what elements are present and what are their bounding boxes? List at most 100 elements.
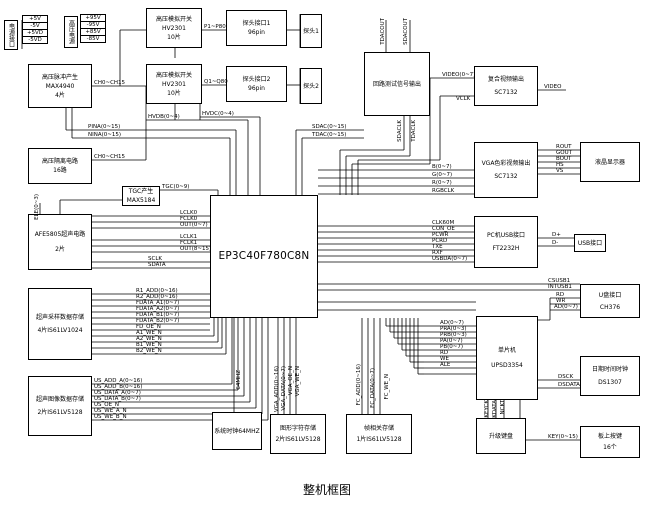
sig-sdac: SDAC(0~15) (312, 124, 347, 130)
sig-lclk0: LCLK0 (180, 210, 198, 216)
block-title: U盘接口 (598, 291, 622, 299)
sig-hvdb: HVDB(0~4) (148, 114, 180, 120)
sig-ad07: AD(0~7) (440, 320, 464, 326)
sig-b07: B(0~7) (432, 164, 452, 170)
sig-intusb1: INTUSB1 (548, 284, 572, 290)
pc-usb-interface: PC机USB接口 FT2232H (474, 216, 538, 268)
sig-fclk0: FCLK0 (180, 216, 198, 222)
block-title: 探头1 (303, 27, 319, 35)
block-title: 日期时间时钟 (591, 366, 628, 373)
rail-label: +95V (85, 14, 101, 21)
sig-us-oe: US_OE_N (94, 402, 119, 408)
loop-test-output: 回路测试信号输出 (364, 52, 430, 116)
block-title: 复合视频输出 (487, 76, 524, 83)
sig-r2add: R2_ADD(0~16) (136, 294, 178, 300)
block-part: FT2232H (492, 245, 520, 252)
sig-b1-we: B1_WE_N (136, 342, 162, 348)
rail-label: -5VD (28, 36, 42, 43)
sig-key: KEY(0~15) (548, 434, 578, 440)
echo-sample-memory: 超声采样数据存储 4片IS61LV1024 (28, 288, 92, 360)
block-title: 升级键盘 (488, 432, 513, 440)
hv-switch-2: 高压模拟开关 HV2301 10片 (146, 64, 202, 104)
usb-port: USB接口 (574, 234, 606, 252)
sig-wr-u: WR (556, 298, 566, 304)
fpga-chip: EP3C40F780C8N (210, 195, 318, 318)
sig-fc-add: FC_ADD(0~16) (356, 364, 362, 406)
sig-b2-we: B2_WE_N (136, 348, 162, 354)
block-title: USB接口 (577, 239, 603, 247)
sig-ele: ELE(0~3) (34, 194, 40, 220)
sig-sdata: SDATA (148, 262, 166, 268)
sig-pina: PINA(0~15) (88, 124, 121, 130)
sig-pcrd: PCRD (432, 238, 448, 244)
hv-power-rails: +95V -95V +85V -85V (80, 14, 106, 46)
block-count: 16路 (53, 167, 67, 174)
sig-gout: GOUT (556, 150, 572, 156)
sig-us-we-a: US_WE_A_N (94, 408, 127, 414)
probe-interface-2: 探头接口2 96pin (226, 66, 287, 102)
block-part: DS1307 (598, 379, 622, 386)
rail-minus5vd: -5VD (22, 36, 48, 44)
sig-fclk1: FCLK1 (180, 240, 198, 246)
sig-us-add-b: US_ADD_B(0~16) (94, 384, 143, 390)
afe-circuit: AFE5805超声电路 2片 (28, 214, 92, 270)
block-count: 2片 (55, 246, 65, 253)
block-count: 10片 (167, 33, 181, 41)
sig-keyck: KEYCK (484, 400, 490, 418)
system-clock: 系统时钟64MHZ (212, 412, 262, 450)
block-part: SC7132 (494, 89, 518, 96)
rail-label: +85V (85, 28, 101, 35)
sig-usbda: USBDA(0~7) (432, 256, 468, 262)
sig-a1-we: A1_WE_N (136, 330, 162, 336)
block-title: 系统时钟64MHZ (214, 427, 260, 435)
sig-nina: NINA(0~15) (88, 132, 122, 138)
block-part: 96pin (248, 85, 265, 92)
sig-rgbclk: RGBCLK (432, 188, 455, 194)
sig-rd: RD (440, 350, 449, 356)
sig-fd-oe: FD_OE_N (136, 324, 161, 330)
sig-con-oe: CON_OE (432, 226, 455, 232)
sig-dminus: D- (552, 240, 559, 246)
power-interface-box: 电源接口 (4, 20, 18, 50)
sig-fdata-b1: FDATA_B1(0~7) (136, 312, 180, 318)
sig-hs: HS (556, 162, 564, 168)
block-title: 超声采样数据存储 (35, 314, 84, 321)
sig-us-data-a: US_DATA_A(0~7) (94, 390, 141, 396)
sig-fdata-a2: FDATA_A2(0~7) (136, 306, 180, 312)
sig-lclk1: LCLK1 (180, 234, 198, 240)
power-interface-label: 电源接口 (7, 23, 15, 47)
hv-power-box: 高压电源 (64, 16, 78, 48)
sig-dsck: DSCK (558, 374, 574, 380)
sig-rxf: RXF (432, 250, 443, 256)
lcd-display: 液晶显示器 (580, 142, 640, 182)
block-part: 2片IS61LV5128 (37, 409, 83, 416)
block-title: AFE5805超声电路 (34, 231, 86, 238)
block-title: 高压脉冲产生 (41, 73, 78, 81)
sig-pcwr: PCWR (432, 232, 449, 238)
sig-csusb1: CSUSB1 (548, 278, 571, 284)
block-title: PC机USB接口 (486, 232, 526, 239)
block-title: 回路测试信号输出 (372, 80, 421, 88)
sig-clk60m: CLK60M (432, 220, 455, 226)
block-part: MAX4940 (45, 82, 75, 90)
sig-rd-u: RD (556, 292, 565, 298)
block-part: 4片IS61LV1024 (37, 327, 83, 334)
sig-vga-oe: VGA_OE_N (288, 366, 294, 396)
sig-pra: PRA(0~3) (440, 326, 467, 332)
block-title: 探头接口2 (242, 76, 271, 83)
power-rails: +5V -5V +5VD -5VD (22, 15, 48, 47)
block-title: 帧相关存储 (363, 425, 394, 432)
sig-nckt: NCKT (500, 400, 506, 415)
rtc-clock: 日期时间时钟 DS1307 (580, 356, 640, 396)
rail-label: +5VD (26, 29, 44, 36)
font-memory: 图形字符存储 2片IS61LV5128 (270, 414, 326, 454)
sig-vclk: VCLK (456, 96, 471, 102)
sig-pa: PA(0~7) (440, 338, 463, 344)
fpga-label: EP3C40F780C8N (218, 250, 310, 262)
block-part: HV2301 (162, 24, 186, 32)
sig-ch0-15-bot: CH0~CH15 (94, 154, 126, 160)
mcu: 单片机 UPSD3354 (476, 316, 538, 400)
block-title: 高压模拟开关 (155, 71, 192, 79)
sig-fdata-b2: FDATA_B2(0~7) (136, 318, 180, 324)
